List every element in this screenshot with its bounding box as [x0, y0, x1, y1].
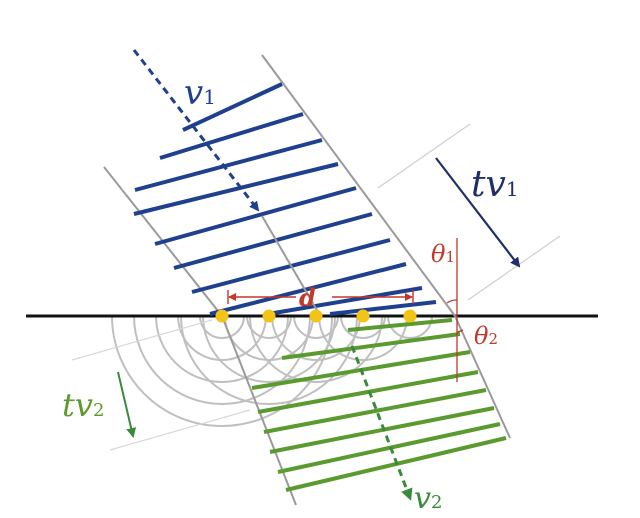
label-tv2: tv2	[62, 386, 104, 424]
source-point	[356, 309, 370, 323]
source-point	[403, 309, 417, 323]
label-v1: v1	[184, 73, 216, 113]
tv1-arrow	[435, 157, 521, 268]
incident-wavefront	[173, 212, 373, 270]
tv2-guide-top	[71, 319, 213, 361]
tv2-guide-bottom	[109, 409, 251, 451]
huygens-wavelet	[271, 315, 361, 361]
huygens-wavelet	[180, 315, 358, 405]
tv2-arrow	[117, 371, 137, 438]
source-point	[262, 309, 276, 323]
source-point	[309, 309, 323, 323]
tv1-guide-top	[377, 123, 471, 189]
incident-ray-continuation	[261, 215, 319, 313]
huygens-wavelet	[318, 315, 408, 361]
source-points	[215, 309, 417, 323]
theta1-arc	[446, 299, 458, 304]
incident-wavefront	[133, 162, 339, 216]
huygens-wavelet	[293, 315, 339, 339]
refracted-wavefront	[347, 318, 453, 332]
refracted-wavefront	[277, 422, 501, 474]
refracted-ray	[350, 345, 413, 501]
label-d: d	[299, 283, 316, 312]
label-theta1: θ1	[431, 240, 455, 268]
refracted-wavefront	[263, 388, 487, 434]
incident-wavefront	[134, 138, 323, 192]
incident-beam-right-edge	[261, 54, 456, 317]
huygens-wavelet	[202, 315, 336, 383]
huygens-wavelet	[155, 315, 289, 383]
incident-wavefronts	[133, 82, 437, 316]
incident-ray	[132, 49, 260, 212]
refracted-beam-right-edge	[454, 315, 511, 439]
incident-wavefront	[159, 112, 304, 160]
incident-wavefront	[154, 186, 357, 246]
refracted-wavefront	[269, 406, 495, 454]
label-v2: v2	[414, 481, 442, 516]
incident-wavefront	[209, 262, 407, 316]
incident-wavefront	[329, 300, 437, 316]
huygens-wavelet	[246, 315, 292, 339]
refracted-wavefront	[281, 332, 461, 360]
incident-wavefront	[267, 286, 423, 316]
huygens-wavelet	[111, 315, 333, 427]
incident-wavefront	[182, 82, 283, 132]
label-theta2: θ2	[474, 322, 498, 350]
huygens-wavelet	[199, 315, 245, 339]
theta2-arc	[456, 329, 464, 333]
label-tv1: tv1	[471, 164, 519, 205]
source-point	[215, 309, 229, 323]
tv1-guide-bottom	[467, 235, 561, 301]
